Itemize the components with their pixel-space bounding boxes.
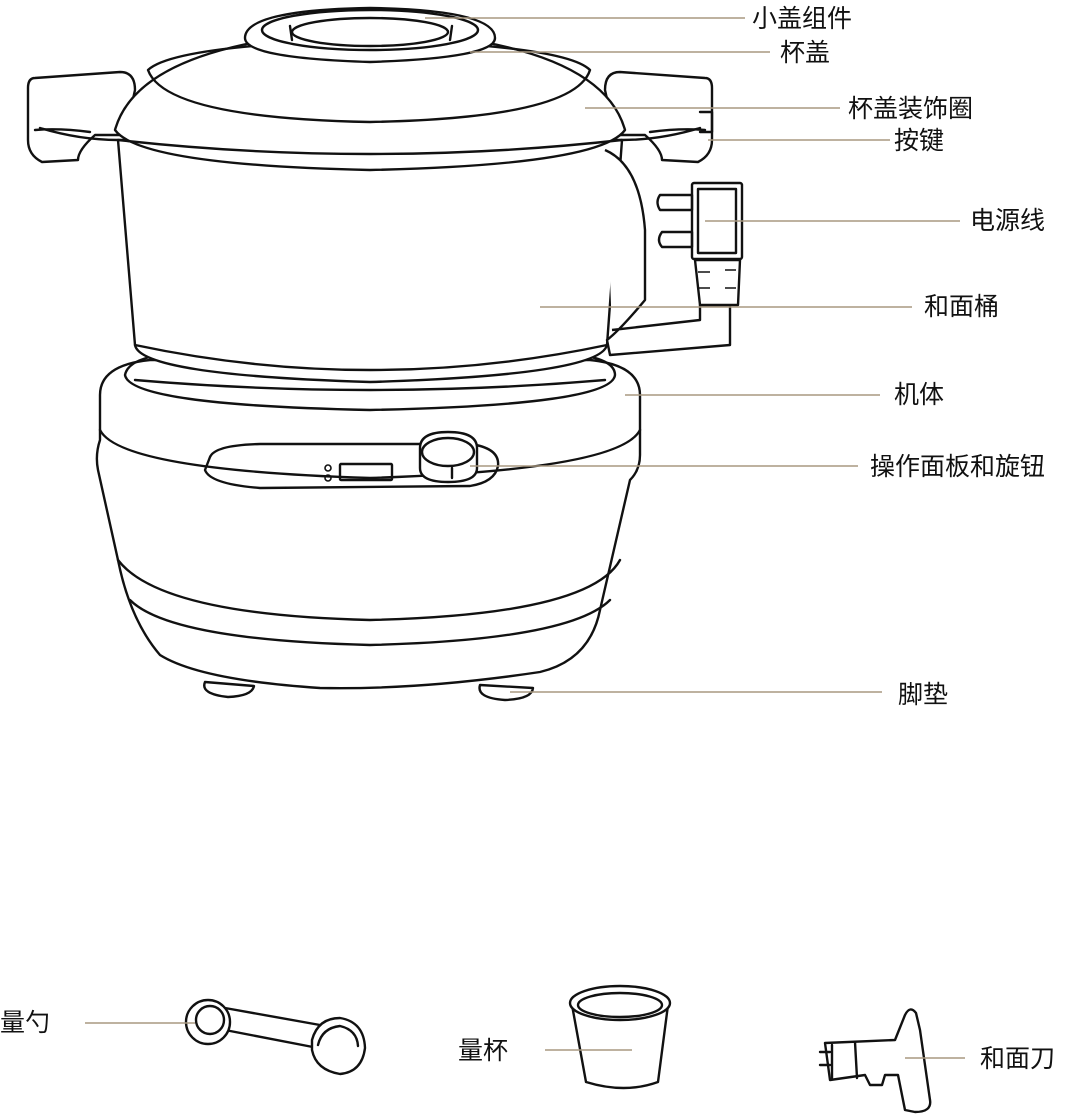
- label-lid-assembly: 小盖组件: [752, 4, 853, 33]
- label-kneading-blade: 和面刀: [980, 1044, 1056, 1073]
- control-knob: [418, 430, 479, 484]
- lid-assembly-cap: [243, 6, 497, 64]
- label-cup-lid: 杯盖: [780, 38, 831, 67]
- kneading-bucket: [116, 138, 624, 384]
- measuring-cup: [568, 984, 672, 1090]
- cup-lid: [26, 28, 714, 172]
- label-body: 机体: [894, 380, 945, 409]
- label-control-panel: 操作面板和旋钮: [870, 452, 1046, 481]
- label-power-cord: 电源线: [970, 206, 1046, 235]
- label-button: 按键: [894, 126, 945, 155]
- measuring-spoon: [184, 998, 367, 1076]
- leader-lines: [85, 17, 965, 1059]
- power-cord: [656, 181, 744, 307]
- machine-body: [95, 353, 642, 690]
- label-measuring-spoon: 量勺: [0, 1008, 51, 1037]
- label-feet: 脚垫: [898, 680, 949, 709]
- kneading-blade: [818, 1008, 932, 1114]
- lid-button: [698, 110, 714, 134]
- label-kneading-bucket: 和面桶: [924, 292, 1000, 321]
- bucket-handle: [604, 148, 732, 357]
- label-measuring-cup: 量杯: [458, 1036, 509, 1065]
- label-lid-trim-ring: 杯盖装饰圈: [848, 94, 974, 123]
